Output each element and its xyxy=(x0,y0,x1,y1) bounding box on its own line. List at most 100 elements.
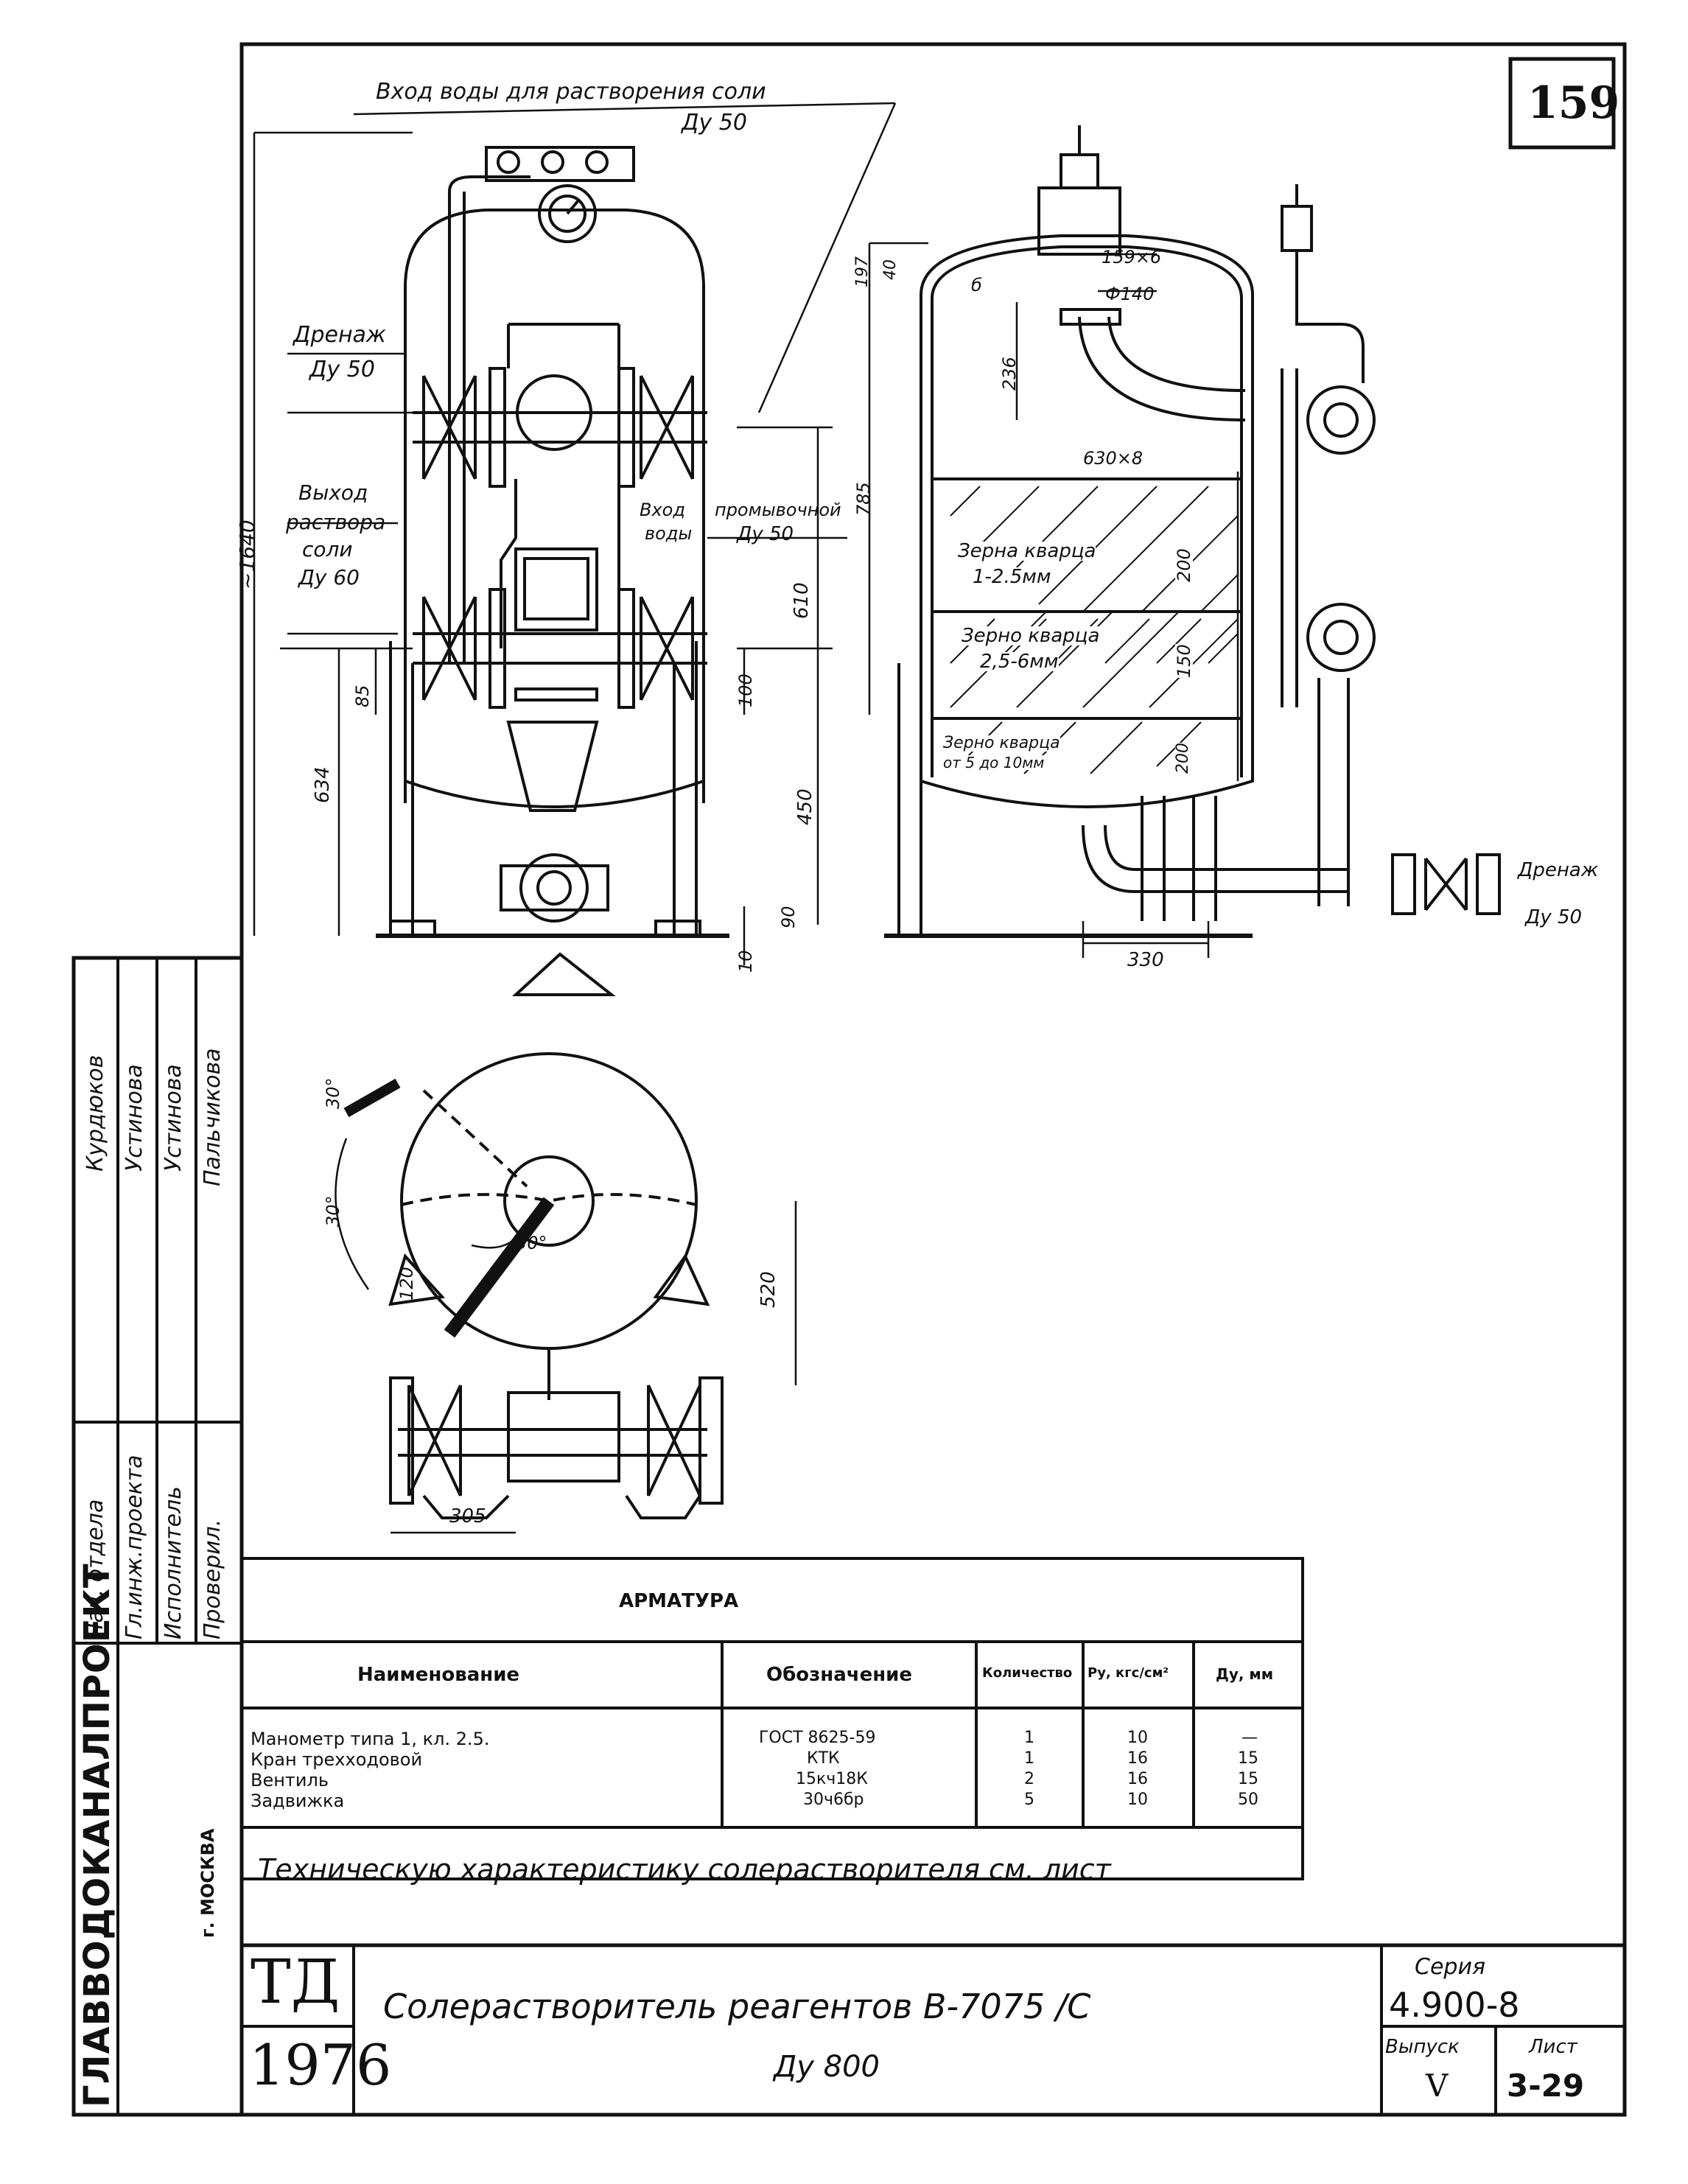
table-note: Техническую характеристику солерастворит… xyxy=(258,1853,1111,1886)
layer1-dim: 200 xyxy=(1174,548,1194,582)
layer1-line2: 1-2.5мм xyxy=(973,566,1051,588)
row-3-name: Вентиль xyxy=(251,1770,329,1791)
series-value: 4.900-8 xyxy=(1389,1985,1520,2025)
row-1-qty: 1 xyxy=(1024,1729,1034,1747)
row-4-designation: 30ч6бр xyxy=(803,1791,864,1809)
row-3-dn: 15 xyxy=(1238,1770,1258,1788)
dim-100: 100 xyxy=(735,673,756,707)
front-view-dimensions xyxy=(253,102,897,965)
dim-236: 236 xyxy=(999,357,1020,391)
row-1-dn: — xyxy=(1242,1729,1258,1747)
dim-90: 90 xyxy=(778,906,799,928)
dim-785: 785 xyxy=(853,482,874,516)
row-1-pressure: 10 xyxy=(1127,1729,1148,1747)
dim-610: 610 xyxy=(791,582,813,619)
section-drain-label: Дренаж xyxy=(1518,859,1599,881)
outlet-label-3: соли xyxy=(302,537,353,561)
drawing-subtitle: Ду 800 xyxy=(774,2050,880,2084)
fittings-table-frame xyxy=(240,1557,1304,1880)
organization-name: ГЛАВВОДОКАНАЛПРОЕКТ xyxy=(77,1563,118,2107)
row-2-name: Кран трехходовой xyxy=(251,1749,423,1770)
dim-40: 40 xyxy=(881,259,900,280)
layer2-line2: 2,5-6мм xyxy=(980,651,1059,673)
sheet-label: Лист xyxy=(1529,2036,1577,2058)
dim-520: 520 xyxy=(757,1271,780,1308)
water-inlet-dn: Ду 50 xyxy=(682,110,747,136)
wash-in-label-2: промывочной xyxy=(715,500,841,520)
sheet-value: 3-29 xyxy=(1507,2068,1585,2104)
col-header-pressure: Ру, кгс/см² xyxy=(1088,1665,1169,1681)
drain-label: Дренаж xyxy=(293,322,386,348)
col-header-name: Наименование xyxy=(357,1664,520,1686)
row-3-pressure: 16 xyxy=(1127,1770,1148,1788)
plan-view xyxy=(335,952,797,1534)
dim-delta: б xyxy=(971,275,982,295)
issue-label: Выпуск xyxy=(1385,2036,1460,2058)
wash-in-dn: Ду 50 xyxy=(737,523,794,545)
layer2-dim: 150 xyxy=(1174,644,1194,678)
city-name: г. МОСКВА xyxy=(197,1828,218,1938)
series-label: Серия xyxy=(1415,1954,1485,1980)
role-chief-engineer: Гл.инж.проекта xyxy=(122,1455,147,1639)
dim-85: 85 xyxy=(352,685,373,707)
water-inlet-label: Вход воды для растворения соли xyxy=(376,79,766,105)
layer3-line2: от 5 до 10мм xyxy=(943,754,1045,771)
col-header-designation: Обозначение xyxy=(766,1664,913,1686)
wash-in-label-1: Вход xyxy=(640,500,685,520)
dim-159x6: 159×6 xyxy=(1102,247,1162,267)
drawing-title: Солерастворитель реагентов В-7075 /С xyxy=(383,1987,1091,2026)
angle-30-top: 30° xyxy=(323,1077,343,1109)
row-2-qty: 1 xyxy=(1024,1749,1034,1768)
section-view-vessel xyxy=(884,125,1501,938)
issue-value: V xyxy=(1426,2068,1449,2104)
row-3-qty: 2 xyxy=(1024,1770,1034,1788)
section-view-dimensions xyxy=(868,242,1239,958)
row-2-dn: 15 xyxy=(1238,1749,1258,1768)
dim-630x8: 630×8 xyxy=(1083,448,1144,469)
layer2-line1: Зерно кварца xyxy=(962,625,1100,647)
dim-450: 450 xyxy=(794,788,816,825)
drain-dn: Ду 50 xyxy=(309,357,375,382)
dim-phi140: Ф140 xyxy=(1105,284,1155,304)
dim-10: 10 xyxy=(735,950,756,973)
name-chief-engineer: Устинова xyxy=(122,1064,147,1172)
wash-in-label-3: воды xyxy=(645,523,693,544)
outlet-label-1: Выход xyxy=(298,480,368,505)
role-checker: Проверил. xyxy=(200,1519,225,1639)
layer3-line1: Зерно кварца xyxy=(943,734,1060,752)
row-2-pressure: 16 xyxy=(1127,1749,1148,1768)
name-executor: Устинова xyxy=(161,1064,186,1172)
page-number: 159 xyxy=(1527,77,1620,129)
row-4-qty: 5 xyxy=(1024,1791,1034,1809)
front-view-vessel xyxy=(376,146,729,938)
dim-197: 197 xyxy=(853,256,872,287)
col-header-qty: Количество xyxy=(982,1665,1073,1681)
page-number-box xyxy=(1508,57,1616,150)
stamp-td: ТД xyxy=(251,1947,340,2017)
outlet-dn: Ду 60 xyxy=(298,565,360,589)
stamp-year: 1976 xyxy=(249,2032,392,2098)
angle-30-center: 30° xyxy=(516,1233,547,1253)
layer1-line1: Зерна кварца xyxy=(958,540,1096,562)
row-4-dn: 50 xyxy=(1238,1791,1258,1809)
name-head-dept: Курдюков xyxy=(83,1054,108,1172)
row-3-designation: 15кч18К xyxy=(796,1770,868,1788)
dim-330: 330 xyxy=(1127,949,1164,971)
layer3-dim: 200 xyxy=(1174,743,1192,774)
angle-30-left: 30° xyxy=(323,1195,343,1227)
row-1-name: Манометр типа 1, кл. 2.5. xyxy=(251,1729,490,1749)
row-2-designation: КТК xyxy=(807,1749,840,1768)
row-4-name: Задвижка xyxy=(251,1791,345,1811)
role-executor: Исполнитель xyxy=(161,1486,186,1639)
name-checker: Пальчикова xyxy=(200,1048,225,1186)
dim-305: 305 xyxy=(449,1505,486,1527)
outlet-label-2: раствора xyxy=(286,510,386,534)
table-title: АРМАТУРА xyxy=(619,1590,739,1612)
section-drain-dn: Ду 50 xyxy=(1525,906,1583,928)
row-1-designation: ГОСТ 8625-59 xyxy=(759,1729,876,1747)
dim-634: 634 xyxy=(312,766,334,803)
col-header-dn: Ду, мм xyxy=(1216,1665,1274,1683)
dim-height: ~1640 xyxy=(235,519,259,589)
row-4-pressure: 10 xyxy=(1127,1791,1148,1809)
dim-120: 120 xyxy=(396,1267,417,1301)
